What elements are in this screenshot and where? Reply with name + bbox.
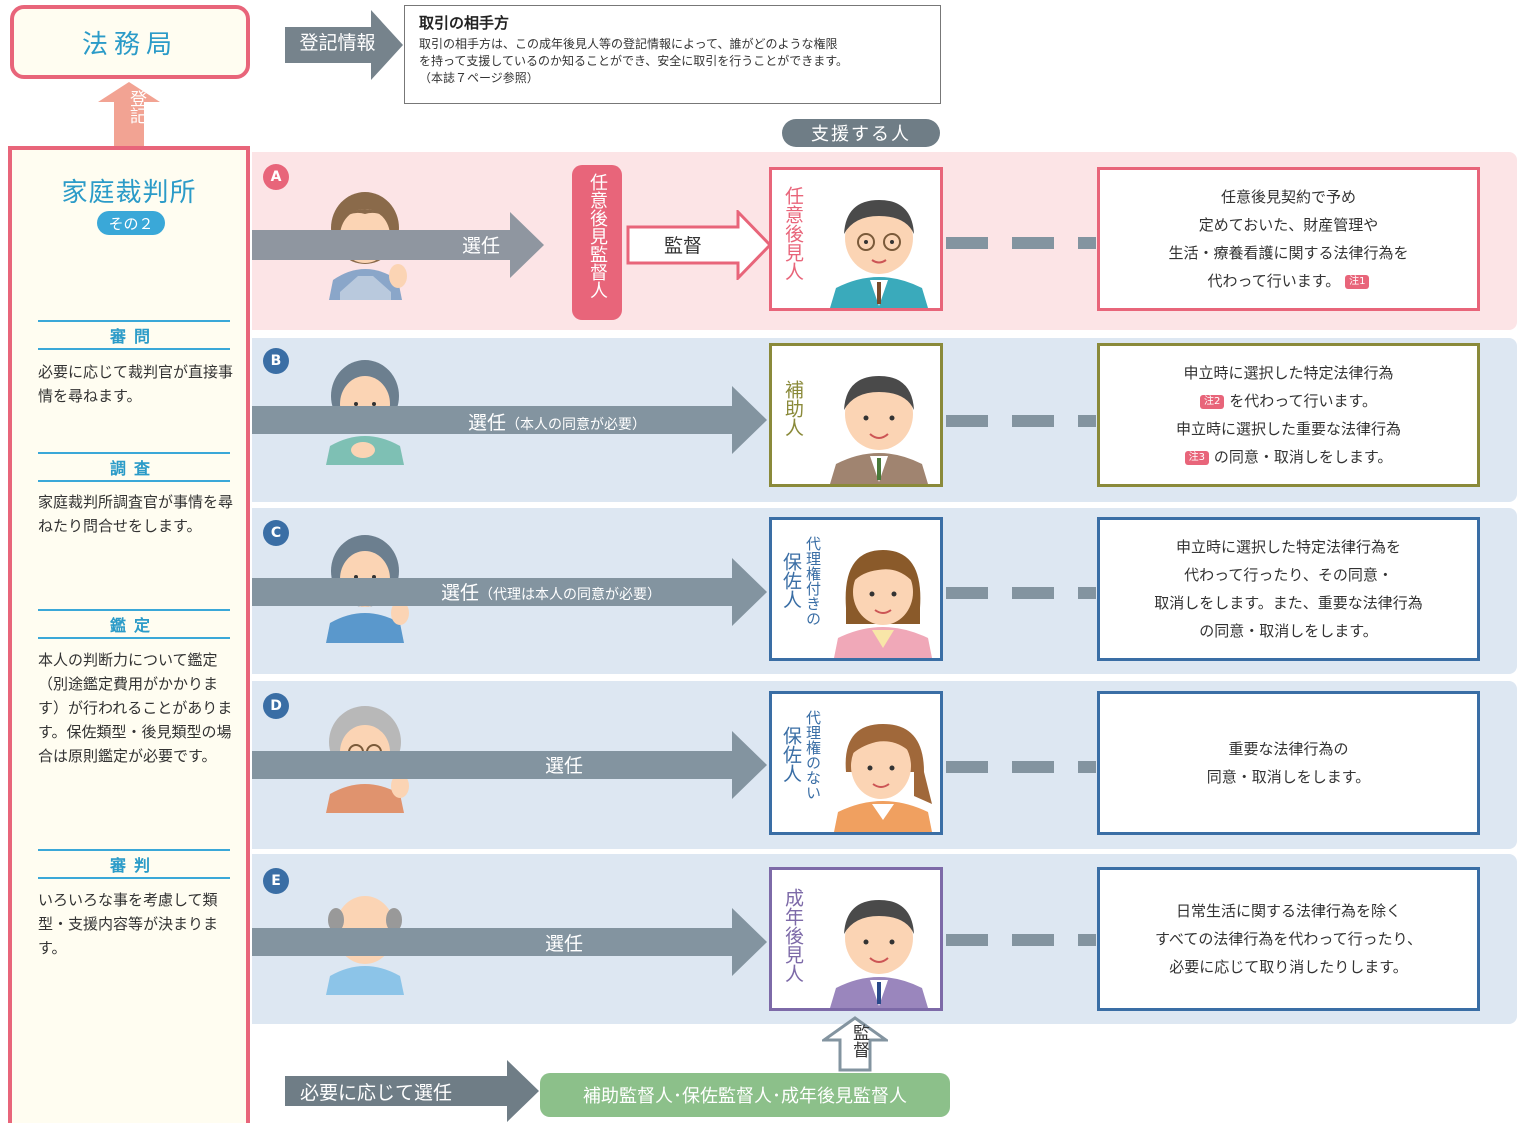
row-c-desc-line1: 申立時に選択した特定法律行為を (1175, 538, 1401, 556)
row-c-senin-arrow (252, 558, 767, 626)
row-b-desc-line2: を代わって行います。 (1229, 392, 1377, 410)
row-d-desc-line1: 重要な法律行為の (1228, 740, 1349, 758)
supervisor-label: 任意後見監督人 (587, 173, 608, 299)
section-body-shinmon: 必要に応じて裁判官が直接事情を尋ねます。 (38, 363, 234, 405)
family-court-subtitle: その２ (97, 211, 165, 235)
kantoku-label: 監督 (664, 235, 703, 257)
hosanin-dairi-small-label: 代理権付きの (804, 536, 822, 626)
hosanin-nodaiiri-box: 代理権のない 保佐人 (769, 691, 943, 835)
trade-partner-title: 取引の相手方 (419, 14, 510, 32)
kantoku-up-label: 監督 (849, 1024, 869, 1058)
row-a-letter: A (263, 164, 289, 190)
section-head-kantei: 鑑定 (38, 609, 230, 639)
man-icon (830, 376, 928, 484)
row-b-senin-main: 選任 (468, 412, 507, 434)
row-c-description: 申立時に選択した特定法律行為を 代わって行ったり、その同意・ 取消しをします。ま… (1097, 517, 1480, 661)
row-e-desc-line2: すべての法律行為を代わって行ったり、 (1154, 930, 1422, 948)
row-b-desc-line3: 申立時に選択した重要な法律行為 (1175, 420, 1401, 438)
row-d-dash (946, 761, 1096, 773)
section-head-shinpan: 審判 (38, 849, 230, 879)
touki-label: 登記 (126, 90, 146, 124)
row-a-description: 任意後見契約で予め 定めておいた、財産管理や 生活・療養看護に関する法律行為を … (1097, 167, 1480, 311)
row-d-description: 重要な法律行為の 同意・取消しをします。 (1097, 691, 1480, 835)
row-d-desc-line2: 同意・取消しをします。 (1206, 768, 1371, 786)
row-c-letter: C (263, 520, 289, 546)
row-a-desc-line1: 任意後見契約で予め (1220, 188, 1356, 206)
row-a-desc-line4: 代わって行います。 (1207, 272, 1341, 290)
kantoku-arrow (626, 210, 772, 280)
hosanin-dairi-box: 代理権付きの 保佐人 (769, 517, 943, 661)
hitsuyou-senin-label: 必要に応じて選任 (300, 1082, 453, 1104)
section-body-shinpan: いろいろな事を考慮して類型・支援内容等が決まります。 (38, 891, 219, 957)
kantoku-up-arrow (822, 1016, 888, 1072)
row-e-dash (946, 934, 1096, 946)
trade-partner-body: 取引の相手方は、この成年後見人等の登記情報によって、誰がどのような権限 を持って… (419, 37, 849, 85)
seinenkoukennin-box: 成年後見人 (769, 867, 943, 1011)
row-c-dash (946, 587, 1096, 599)
row-e-senin-arrow (252, 908, 767, 976)
row-c-desc-line2: 代わって行ったり、その同意・ (1184, 566, 1393, 584)
supervisors-pill: 補助監督人･保佐監督人･成年後見監督人 (540, 1073, 950, 1117)
row-c-senin-sub: （代理は本人の同意が必要） (479, 587, 662, 603)
hojonin-label: 補助人 (782, 380, 804, 437)
section-head-shinmon: 審問 (38, 320, 230, 350)
row-b-senin-arrow (252, 386, 767, 454)
support-person-header: 支援する人 (782, 119, 940, 147)
homukyoku-box: 法務局 (10, 5, 250, 79)
supervisor-box: 任意後見監督人 (572, 165, 622, 320)
row-c-senin-label: 選任（代理は本人の同意が必要） (441, 578, 661, 605)
row-d-senin-arrow (252, 731, 767, 799)
family-court-title: 家庭裁判所 (61, 178, 197, 208)
ninikoukennin-box: 任意後見人 (769, 167, 943, 311)
hojonin-box: 補助人 (769, 343, 943, 487)
trade-partner-box: 取引の相手方 取引の相手方は、この成年後見人等の登記情報によって、誰がどのような… (404, 5, 941, 104)
row-c-desc-line3: 取消しをします。また、重要な法律行為 (1154, 594, 1423, 612)
row-e-letter: E (263, 868, 289, 894)
seinenkoukennin-label: 成年後見人 (782, 888, 804, 983)
man-purple-icon (830, 900, 928, 1008)
note-1-badge: 注1 (1345, 274, 1370, 289)
ninikoukennin-label: 任意後見人 (782, 186, 804, 281)
row-b-dash (946, 415, 1096, 427)
touki-info-arrow (285, 10, 403, 80)
row-d-senin-label: 選任 (545, 755, 584, 777)
row-e-senin-label: 選任 (545, 933, 584, 955)
note-3-badge: 注3 (1184, 450, 1210, 465)
row-e-description: 日常生活に関する法律行為を除く すべての法律行為を代わって行ったり、 必要に応じ… (1097, 867, 1480, 1011)
row-e-desc-line3: 必要に応じて取り消したりします。 (1169, 958, 1408, 976)
row-a-desc-line3: 生活・療養看護に関する法律行為を (1168, 244, 1409, 262)
section-head-chousa: 調査 (38, 452, 230, 482)
man-glasses-icon (830, 200, 928, 308)
row-d-letter: D (263, 693, 289, 719)
row-b-desc-line4: の同意・取消しをします。 (1213, 448, 1393, 466)
row-b-senin-sub: （本人の同意が必要） (506, 417, 647, 433)
hosanin-nodaiiri-label: 保佐人 (780, 726, 802, 783)
section-body-kantei: 本人の判断力について鑑定（別途鑑定費用がかかります）が行われることがあります。保… (38, 651, 233, 765)
hitsuyou-senin-arrow (285, 1060, 539, 1122)
note-2-badge: 注2 (1200, 394, 1225, 409)
row-e-desc-line1: 日常生活に関する法律行為を除く (1175, 902, 1401, 920)
row-a-senin-label: 選任 (462, 235, 501, 257)
row-a-desc-line2: 定めておいた、財産管理や (1198, 216, 1379, 234)
touki-up-arrow (98, 82, 160, 148)
row-b-description: 申立時に選択した特定法律行為 注2 を代わって行います。 申立時に選択した重要な… (1097, 343, 1480, 487)
row-c-senin-main: 選任 (441, 582, 480, 604)
row-a-dash (946, 237, 1096, 249)
row-c-desc-line4: の同意・取消しをします。 (1199, 622, 1378, 640)
row-a-senin-arrow (252, 212, 544, 278)
woman-orange-icon (834, 724, 932, 832)
section-body-chousa: 家庭裁判所調査官が事情を尋ねたり問合せをします。 (38, 493, 234, 535)
family-court-panel: 家庭裁判所 その２ 審問 必要に応じて裁判官が直接事情を尋ねます。 調査 家庭裁… (8, 146, 250, 1123)
touki-info-label: 登記情報 (299, 32, 376, 54)
row-b-letter: B (263, 348, 289, 374)
row-b-desc-line1: 申立時に選択した特定法律行為 (1183, 364, 1394, 382)
hosanin-nodaiiri-small-label: 代理権のない (804, 710, 822, 800)
hosanin-dairi-label: 保佐人 (780, 552, 802, 609)
woman-icon (834, 550, 932, 658)
row-b-senin-label: 選任（本人の同意が必要） (468, 408, 646, 435)
